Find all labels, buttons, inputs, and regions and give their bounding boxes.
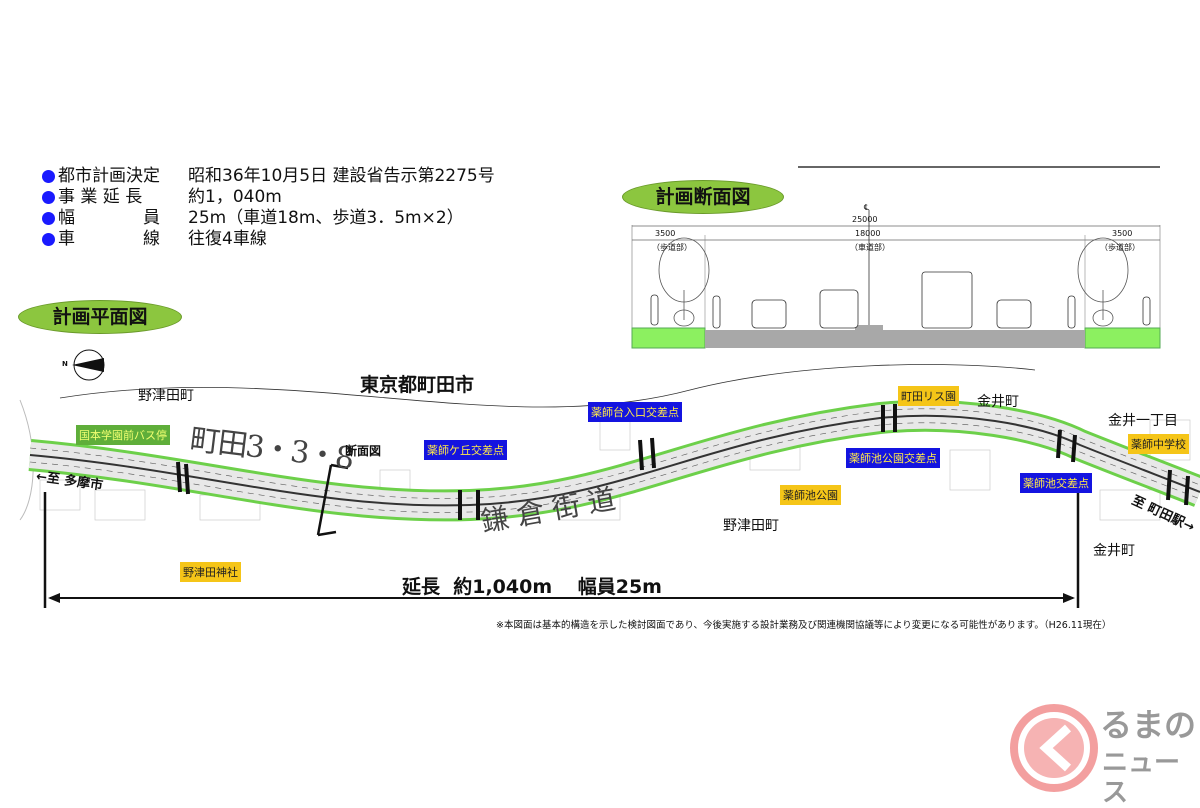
bullet-icon	[42, 233, 55, 246]
road-median	[29, 414, 1200, 507]
section-marker-label: 断面図	[345, 444, 382, 458]
intersection-yakushiike: 薬師池交差点	[1020, 473, 1092, 493]
intersection-yakushidai-iriguchi: 薬師台入口交差点	[588, 402, 682, 422]
sidewalk-left-label: （歩道部）	[652, 243, 692, 252]
sidewalk-right-label: （歩道部）	[1100, 243, 1140, 252]
landmark-nozuta-shrine: 野津田神社	[180, 562, 241, 582]
sidewalk-left-dimension: 3500	[655, 229, 676, 238]
spec-row: 都市計画決定昭和36年10月5日 建設省告示第2275号	[42, 166, 495, 187]
plan-title-badge: 計画平面図	[18, 300, 182, 334]
section-cut-marker	[316, 463, 349, 537]
watermark-text-bottom: ニュース	[1102, 748, 1181, 808]
cyclist-icon	[712, 295, 721, 329]
sidewalk-left	[631, 327, 706, 349]
place-nozutamachi-south: 野津田町	[723, 518, 779, 534]
intersection-yakushiike-park: 薬師池公園交差点	[846, 448, 940, 468]
landmark-machida-risuen: 町田リス園	[898, 386, 959, 406]
place-kanai-1chome: 金井一丁目	[1108, 413, 1178, 429]
watermark-logo-icon	[1010, 704, 1098, 792]
bus-icon	[921, 271, 973, 329]
cyclist-icon	[1067, 295, 1076, 329]
pedestrian-icon	[650, 294, 659, 326]
landmark-yakushi-jhs: 薬師中学校	[1128, 434, 1189, 454]
intersection-crosswalks	[176, 404, 1190, 520]
bus-stop-label: 国本学園前バス停	[76, 425, 170, 445]
spec-row: 車 線往復4車線	[42, 229, 495, 250]
cross-section-drawing	[631, 210, 1161, 349]
place-kanaimachi-south: 金井町	[1093, 543, 1135, 559]
car-icon	[751, 299, 787, 329]
project-specs: 都市計画決定昭和36年10月5日 建設省告示第2275号 事 業 延 長約1，0…	[42, 166, 495, 250]
roadway-dimension: 18000	[855, 229, 881, 238]
section-title-badge: 計画断面図	[622, 180, 784, 214]
extent-label: 延長 約1,040m 幅員25m	[402, 576, 662, 598]
intersection-yakushigaoka: 薬師ケ丘交差点	[424, 440, 507, 460]
bullet-icon	[42, 212, 55, 225]
car-icon	[819, 289, 859, 329]
north-label: N	[62, 360, 68, 368]
watermark-text-top: るまの	[1100, 706, 1197, 744]
car-icon	[996, 299, 1032, 329]
bullet-icon	[42, 170, 55, 183]
project-boundary	[59, 364, 1036, 408]
sidewalk-right-dimension: 3500	[1112, 229, 1133, 238]
spec-row: 事 業 延 長約1，040m	[42, 187, 495, 208]
centerline-mark: ℄	[864, 203, 870, 212]
north-arrow-icon	[72, 349, 105, 381]
sidewalk-right	[1084, 327, 1161, 349]
pedestrian-icon	[1142, 296, 1151, 326]
median	[855, 325, 883, 331]
plan-map	[19, 349, 1200, 608]
landmark-yakushiike-park: 薬師池公園	[780, 485, 841, 505]
city-name: 東京都町田市	[360, 374, 475, 396]
roadway	[705, 330, 1085, 348]
place-kanaimachi-north: 金井町	[977, 394, 1019, 410]
total-width-dimension: 25000	[852, 215, 878, 224]
disclaimer-note: ※本図面は基本的構造を示した検討図面であり、今後実施する設計業務及び関連機関協議…	[496, 620, 1112, 631]
bullet-icon	[42, 191, 55, 204]
place-nozutamachi-north: 野津田町	[138, 388, 194, 404]
roadway-label: （車道部）	[850, 243, 890, 252]
